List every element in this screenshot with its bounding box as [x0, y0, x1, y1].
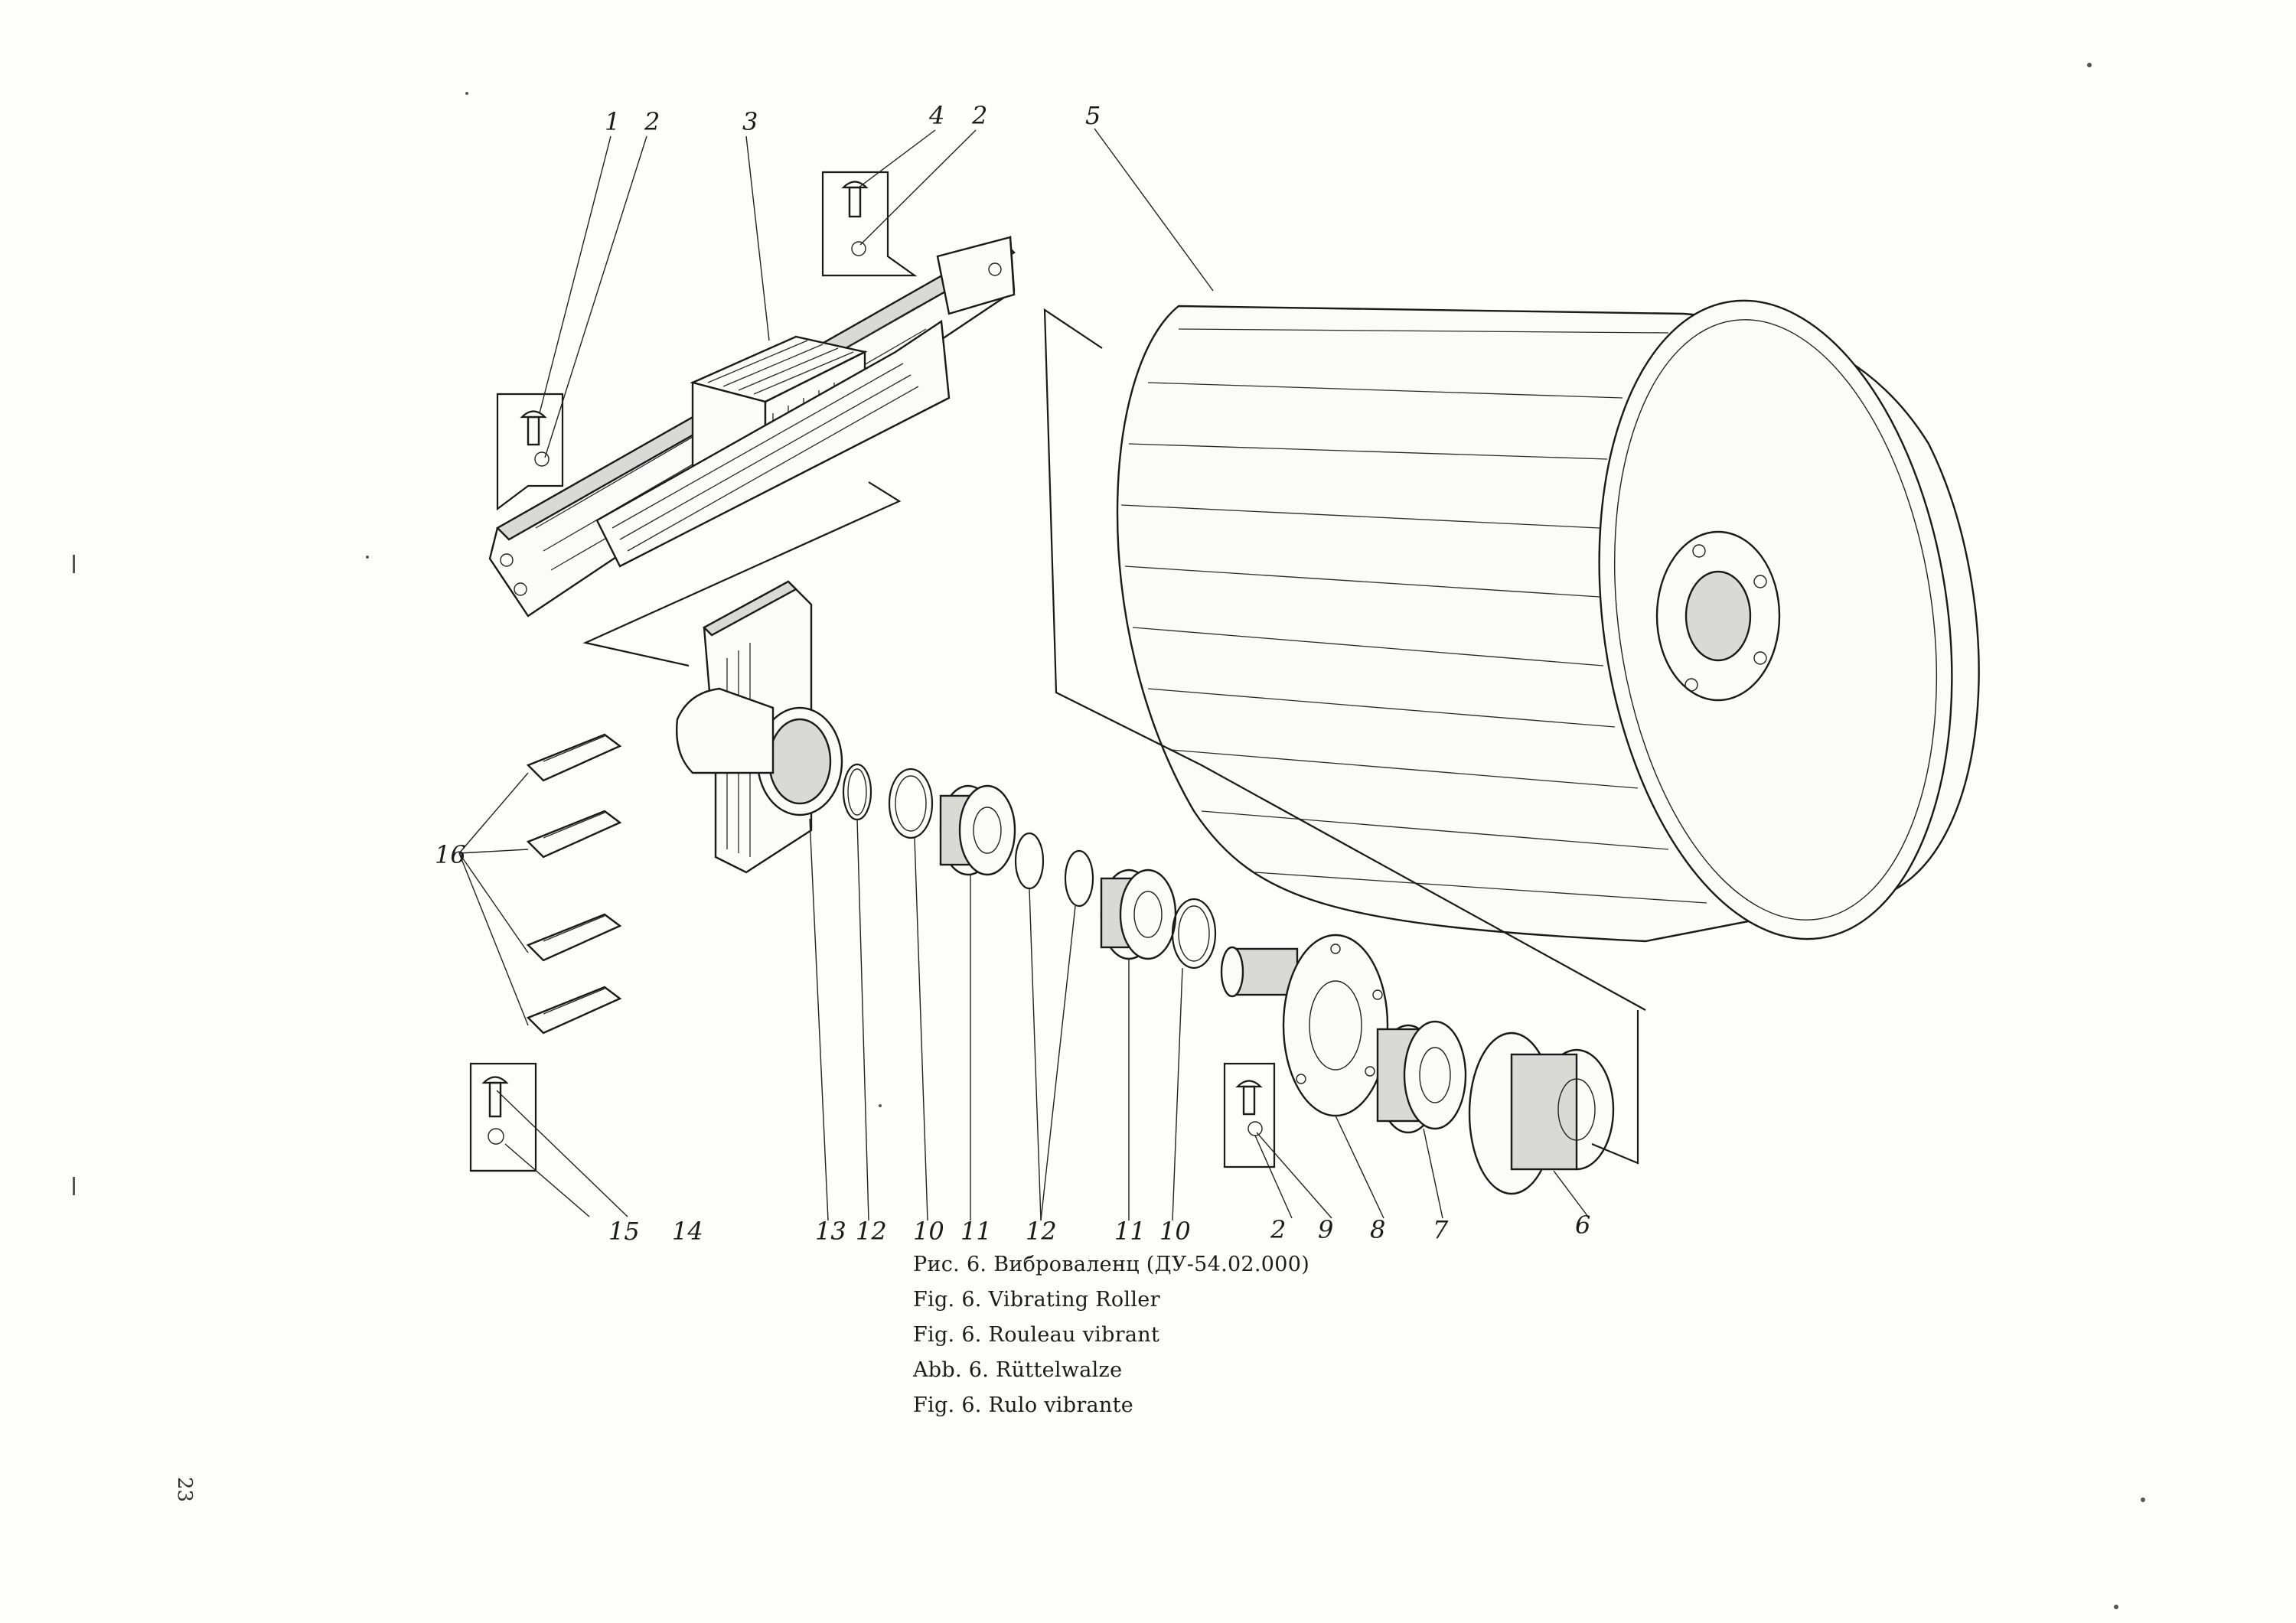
- callout-8: 8: [1370, 1215, 1385, 1244]
- callout-7: 7: [1433, 1215, 1449, 1244]
- vibration-pad-a: [526, 733, 622, 782]
- callout-10: 10: [913, 1217, 944, 1246]
- ring-12b: [1014, 832, 1094, 908]
- callout-4: 4: [928, 101, 944, 130]
- inset-bolt-box-4: [469, 1062, 537, 1172]
- callout-16: 16: [435, 840, 466, 869]
- ring-12a: [842, 763, 872, 821]
- callout-3: 3: [742, 107, 758, 136]
- callout-2c: 2: [1270, 1215, 1286, 1244]
- page-number: 23: [173, 1477, 196, 1503]
- leader-lines: [458, 128, 1589, 1221]
- callout-12: 12: [856, 1217, 887, 1246]
- callout-11: 11: [960, 1217, 992, 1246]
- drum-outline-bracket: [1043, 308, 1646, 1011]
- bearing-7: [1376, 1020, 1467, 1134]
- callout-13: 13: [815, 1217, 846, 1246]
- support-bracket: [676, 580, 843, 874]
- caption-fr: Fig. 6. Rouleau vibrant: [913, 1323, 1160, 1347]
- inset-bolt-box-3: [1223, 1062, 1276, 1168]
- callout-14: 14: [672, 1217, 703, 1246]
- caption-de: Abb. 6. Rüttelwalze: [913, 1358, 1123, 1382]
- callout-labels: 1 2 3 4 2 5 16 15 14 13 12 10 11 12 11 1…: [435, 101, 1590, 1246]
- callout-2b: 2: [971, 101, 987, 130]
- scan-specks: [73, 63, 2145, 1609]
- washer-10a: [888, 768, 934, 839]
- vibration-pad-d: [526, 986, 622, 1035]
- callout-5: 5: [1085, 101, 1101, 130]
- callout-11b: 11: [1114, 1217, 1146, 1246]
- bearing-11b: [1100, 869, 1177, 960]
- callout-2: 2: [644, 107, 660, 136]
- hub-6: [1468, 1031, 1615, 1195]
- hub-outline-bracket: [1591, 1010, 1639, 1165]
- inset-bolt-box-1: [496, 393, 564, 511]
- callout-15: 15: [608, 1217, 640, 1246]
- callout-1: 1: [605, 107, 620, 136]
- caption-en: Fig. 6. Vibrating Roller: [913, 1288, 1160, 1312]
- caption-es: Fig. 6. Rulo vibrante: [913, 1393, 1134, 1417]
- callout-10b: 10: [1159, 1217, 1191, 1246]
- callout-6: 6: [1575, 1211, 1590, 1240]
- roller-drum: [1116, 299, 1980, 943]
- inset-bolt-box-2: [821, 171, 918, 277]
- flanged-shaft-8: [1220, 934, 1389, 1117]
- washer-10b: [1171, 898, 1217, 970]
- bearing-11a: [939, 784, 1016, 876]
- callout-9: 9: [1318, 1215, 1333, 1244]
- beam-channel: [595, 319, 951, 568]
- vibration-pad-b: [526, 810, 622, 859]
- figure-captions: Рис. 6. Виброваленц (ДУ-54.02.000) Fig. …: [913, 1247, 1372, 1423]
- beam-outline-bracket: [582, 481, 902, 667]
- caption-ru: Рис. 6. Виброваленц (ДУ-54.02.000): [913, 1253, 1310, 1276]
- callout-12b: 12: [1026, 1217, 1057, 1246]
- vibration-pad-c: [526, 913, 622, 962]
